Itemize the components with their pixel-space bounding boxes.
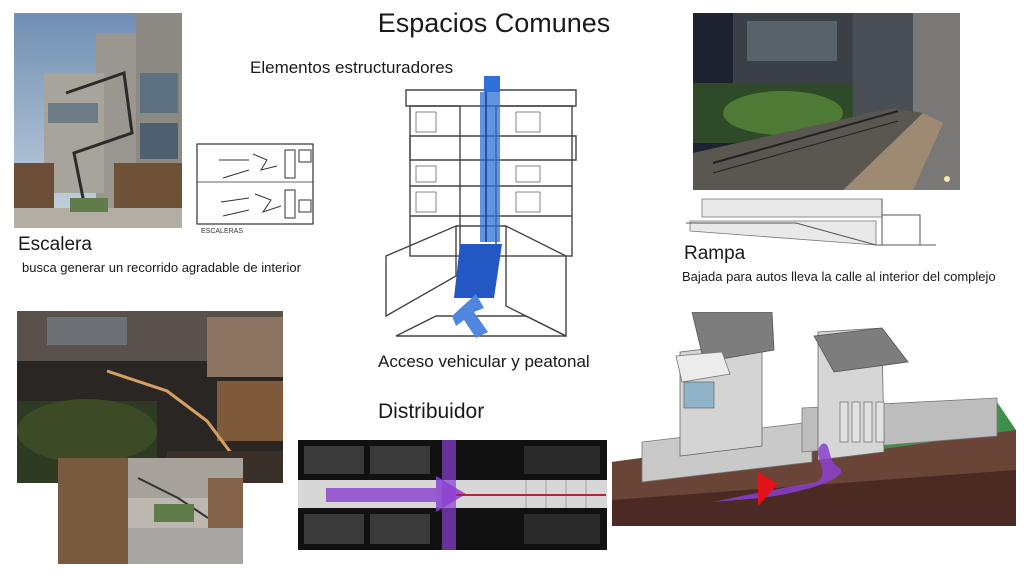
structural-heading: Elementos estructuradores <box>250 58 454 77</box>
ramp-description: Bajada para autos lleva la calle al inte… <box>682 269 996 284</box>
distributor-label: Distribuidor <box>378 400 485 423</box>
ramp-title: Rampa <box>684 243 746 264</box>
stair-photo <box>14 13 182 228</box>
structure-3d-drawing <box>376 76 586 344</box>
stair-description: busca generar un recorrido agradable de … <box>22 260 301 275</box>
distributor-plan <box>296 436 609 554</box>
stair-daylight-photo <box>58 458 243 564</box>
stair-title: Escalera <box>18 234 92 255</box>
stair-sketch: ESCALERAS <box>193 140 321 236</box>
sketch-caption: ESCALERAS <box>201 228 243 235</box>
access-label: Acceso vehicular y peatonal <box>378 352 590 371</box>
ramp-section-drawing <box>686 195 942 255</box>
site-3d-model <box>612 312 1016 526</box>
slide-title: Espacios Comunes <box>377 8 611 38</box>
ramp-photo <box>693 13 960 190</box>
